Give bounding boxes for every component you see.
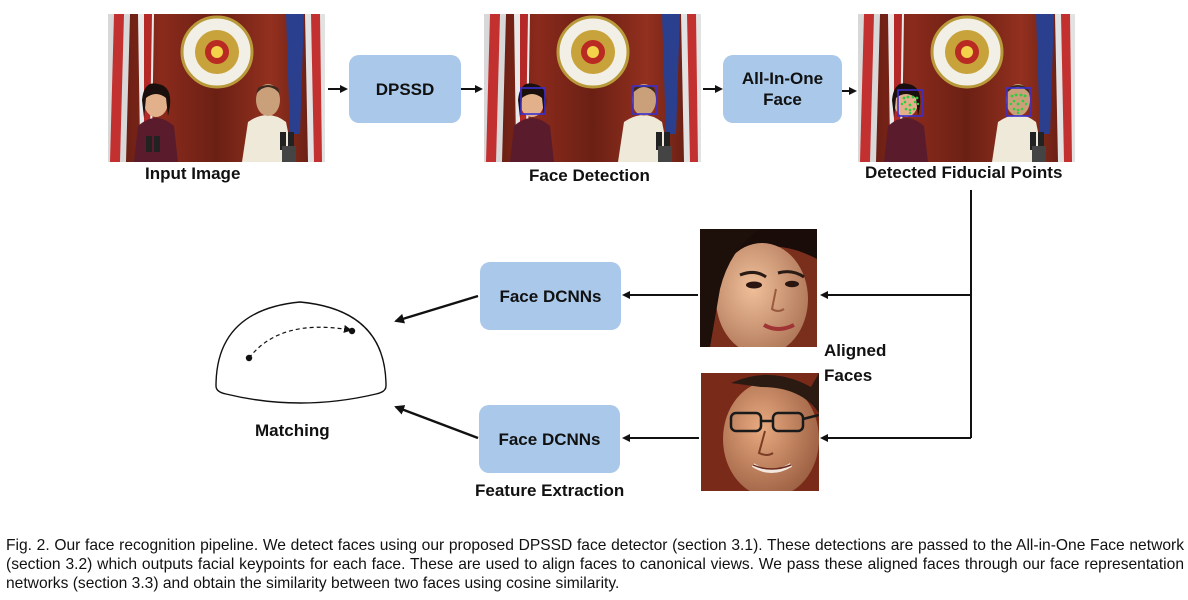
all-in-one-label-line1: All-In-One [741,69,824,88]
detected-fiducial-points-label: Detected Fiducial Points [865,163,1063,182]
detection-box-right [632,85,658,115]
fiducial-points-left [900,95,920,115]
face-dcnns-box-bottom: Face DCNNs [479,405,620,473]
all-in-one-label-line2: Face [763,90,802,109]
aligned-faces-label-line2: Faces [824,366,873,385]
all-in-one-face-box: All-In-One Face [723,55,842,123]
eyeglasses [729,411,819,433]
figure-caption: Fig. 2. Our face recognition pipeline. W… [6,537,1184,592]
fiducial-points-right [1009,93,1028,115]
face-detection-label: Face Detection [529,166,650,185]
face-detection-photo [484,14,701,162]
input-image-label: Input Image [145,164,241,183]
detection-box-left [520,87,546,115]
feature-extraction-label: Feature Extraction [475,481,625,500]
fiducial-points-photo [858,14,1075,162]
aligned-face-woman [700,229,817,347]
dpssd-box: DPSSD [349,55,461,123]
face-dcnns-box-top: Face DCNNs [480,262,621,330]
dpssd-label: DPSSD [375,79,435,99]
face-dcnns-label-top: Face DCNNs [499,286,602,306]
man-figure [242,84,294,162]
matching-label: Matching [255,421,330,440]
matching-hemisphere [215,301,387,404]
presidential-seal [180,15,254,89]
aligned-face-man [701,373,819,491]
aligned-faces-label-line1: Aligned [824,341,887,360]
face-dcnns-label-bottom: Face DCNNs [498,429,601,449]
input-image-photo [108,14,325,162]
